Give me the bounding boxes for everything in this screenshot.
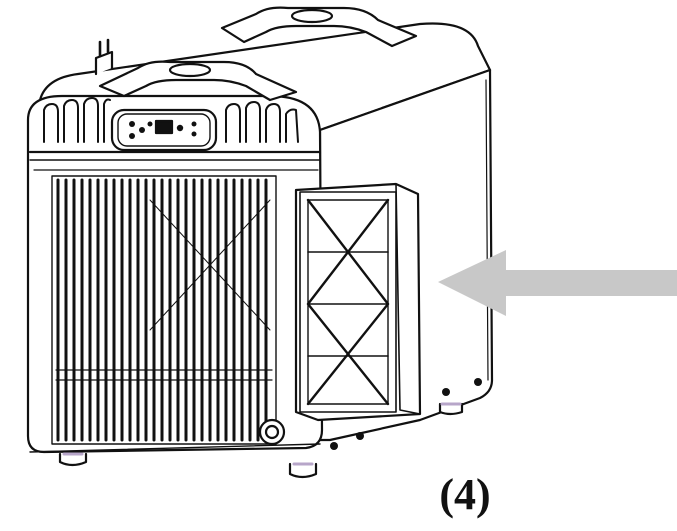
drain-knob (258, 418, 286, 446)
insert-direction-arrow (438, 250, 677, 316)
carry-handle-back (220, 6, 418, 48)
air-filter-panel (294, 182, 422, 422)
control-buttons (129, 121, 197, 139)
power-cord-plug (94, 50, 114, 76)
right-vent-slots (225, 101, 299, 143)
carry-handle-front (98, 60, 298, 102)
side-screws (330, 378, 482, 450)
unit-feet (58, 402, 464, 479)
left-vent-slots (43, 97, 111, 143)
step-label: (4) (439, 470, 491, 519)
front-grille (51, 175, 277, 445)
display-screen (154, 119, 174, 135)
